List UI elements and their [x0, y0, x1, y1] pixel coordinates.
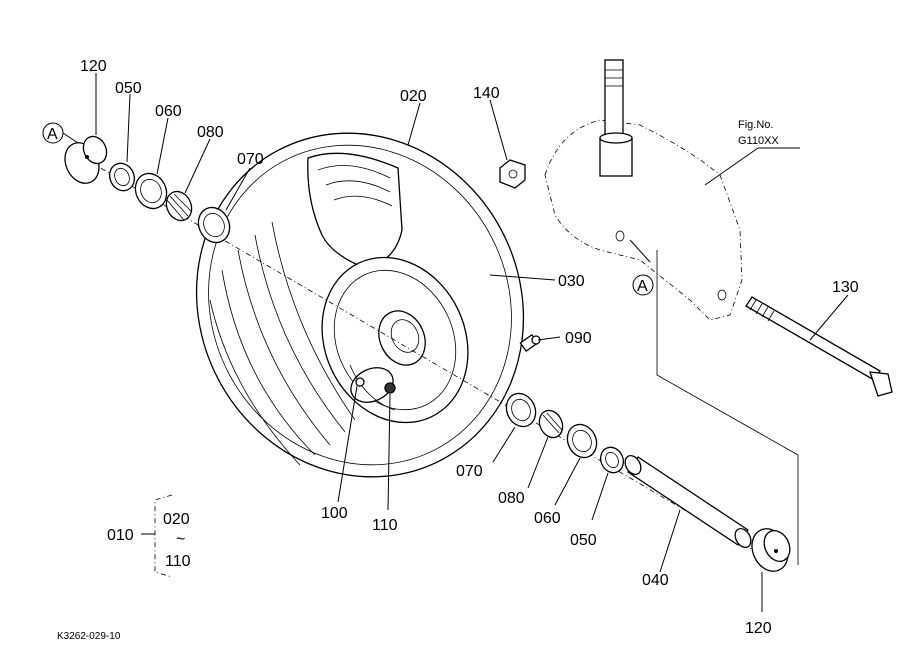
bearing-cup-060-top — [134, 172, 168, 210]
svg-text:A: A — [47, 126, 58, 143]
bearing-race-070-top — [197, 206, 231, 244]
callout-100: 100 — [321, 505, 348, 522]
callout-060-top: 060 — [155, 103, 182, 120]
assembly-from: 020 — [163, 511, 190, 528]
callout-020: 020 — [400, 88, 427, 105]
dust-cap-top — [64, 135, 108, 184]
spacer-tube — [624, 455, 752, 548]
callout-120-top: 120 — [80, 58, 107, 75]
callout-070-top: 070 — [237, 151, 264, 168]
assembly-to: 110 — [165, 553, 191, 570]
marker-a-right: A — [632, 274, 654, 296]
dust-cap-bottom — [751, 528, 791, 572]
callout-050-bot: 050 — [570, 532, 597, 549]
bearing-race-070-bot — [505, 392, 537, 428]
callout-120-bot: 120 — [745, 620, 772, 637]
callout-090: 090 — [565, 330, 592, 347]
drawing-code: K3262-029-10 — [57, 631, 121, 642]
callout-130: 130 — [832, 279, 859, 296]
callout-030: 030 — [558, 273, 585, 290]
assembly-tilde: ~ — [176, 531, 185, 548]
nut-140 — [499, 159, 526, 189]
callout-140: 140 — [473, 85, 500, 102]
callout-060-bot: 060 — [534, 510, 561, 527]
fig-ref-line1: Fig.No. — [738, 119, 773, 131]
fig-ref-line2: G110XX — [738, 135, 779, 147]
bolt-110 — [384, 382, 396, 394]
callout-050-top: 050 — [115, 80, 142, 97]
bolt-130 — [745, 296, 893, 397]
callout-040: 040 — [642, 572, 669, 589]
leader-lines — [62, 73, 849, 612]
svg-text:A: A — [637, 278, 648, 295]
marker-a-left: A — [42, 122, 64, 144]
bearing-cone-080-bot — [538, 409, 564, 439]
bolt-100 — [355, 377, 365, 387]
grease-fitting — [519, 333, 541, 353]
callout-080-bot: 080 — [498, 490, 525, 507]
assembly-parent: 010 — [107, 527, 134, 544]
seal-050-top — [108, 162, 136, 192]
fork-bracket — [544, 119, 799, 565]
fork-stem — [599, 59, 633, 177]
bearing-cone-080-top — [165, 190, 193, 222]
bearing-cup-060-bot — [566, 423, 598, 459]
seal-050-bot — [599, 446, 625, 474]
assembly-bracket — [141, 494, 173, 578]
callout-080-top: 080 — [197, 124, 224, 141]
callout-070-bot: 070 — [456, 463, 483, 480]
callout-110: 110 — [372, 517, 398, 534]
